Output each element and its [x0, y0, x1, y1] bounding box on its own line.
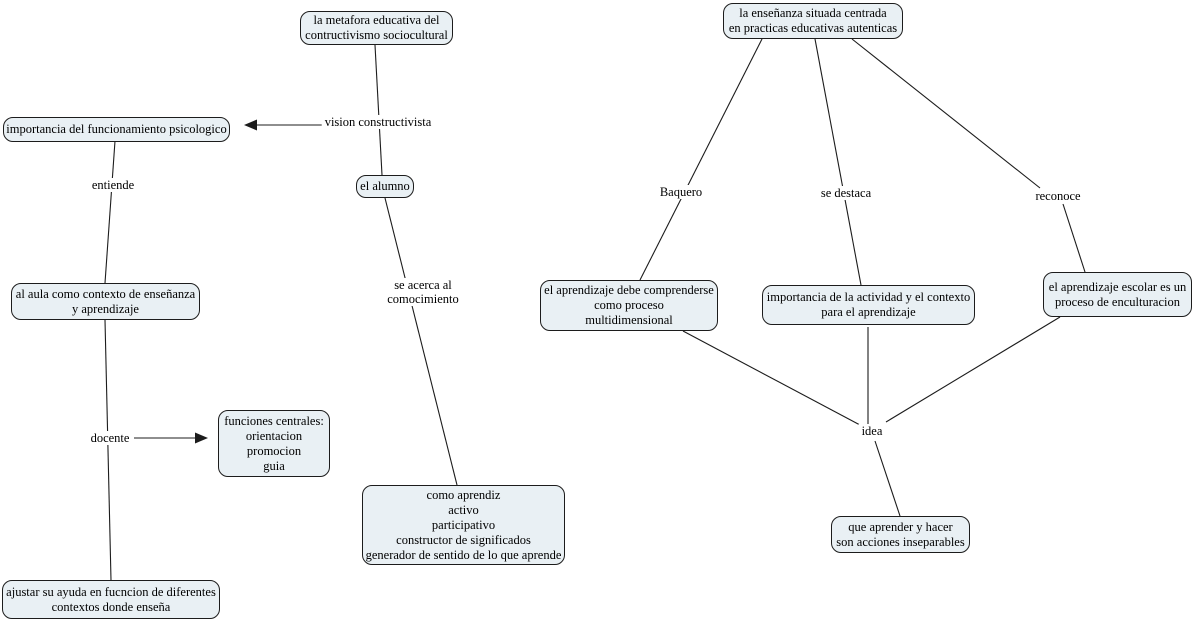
connector-ensenanza-to-actividad: [814, 38, 862, 286]
link-label-se-destaca[interactable]: se destaca: [817, 186, 875, 200]
link-label-se-acerca-al-comocimiento[interactable]: se acerca al comocimiento: [384, 278, 462, 306]
connector-metafora-to-alumno: [374, 44, 383, 176]
node-aprendizaje-multidimensional[interactable]: el aprendizaje debe comprenderse como pr…: [540, 280, 718, 331]
connector-multidimensional-to-idea: [682, 330, 861, 426]
link-label-idea[interactable]: idea: [858, 424, 886, 438]
node-aprendizaje-escolar[interactable]: el aprendizaje escolar es un proceso de …: [1043, 272, 1192, 317]
node-funciones-centrales[interactable]: funciones centrales: orientacion promoci…: [218, 410, 330, 477]
link-label-docente[interactable]: docente: [87, 431, 133, 445]
link-label-entiende[interactable]: entiende: [88, 178, 138, 192]
connector-aula-to-ajustar: [104, 319, 112, 581]
node-importancia-actividad[interactable]: importancia de la actividad y el context…: [762, 285, 975, 325]
node-como-aprendiz[interactable]: como aprendiz activo participativo const…: [362, 485, 565, 565]
link-label-vision-constructivista[interactable]: vision constructivista: [321, 115, 435, 129]
connector-reconoce-to-escolar: [1062, 203, 1086, 273]
connector-escolar-to-idea: [885, 316, 1061, 423]
node-al-aula-contexto[interactable]: al aula como contexto de enseñanza y apr…: [11, 283, 200, 320]
node-metafora-educativa[interactable]: la metafora educativa del contructivismo…: [300, 11, 453, 45]
connector-alumno-to-aprendiz: [384, 197, 458, 486]
connector-idea-to-queaprender: [874, 440, 901, 517]
node-que-aprender-y-hacer[interactable]: que aprender y hacer son acciones insepa…: [831, 516, 970, 553]
node-el-alumno[interactable]: el alumno: [356, 175, 414, 198]
connector-ensenanza-to-reconoce: [851, 38, 1041, 189]
node-importancia-funcionamiento[interactable]: importancia del funcionamiento psicologi…: [3, 117, 230, 142]
link-label-baquero[interactable]: Baquero: [656, 185, 706, 199]
connector-ensenanza-to-multidimensional: [639, 38, 763, 281]
node-ensenanza-situada[interactable]: la enseñanza situada centrada en practic…: [723, 3, 903, 39]
connector-importancia-to-aula: [104, 140, 116, 284]
link-label-reconoce[interactable]: reconoce: [1032, 189, 1084, 203]
node-ajustar-su-ayuda[interactable]: ajustar su ayuda en fucncion de diferent…: [2, 580, 220, 619]
